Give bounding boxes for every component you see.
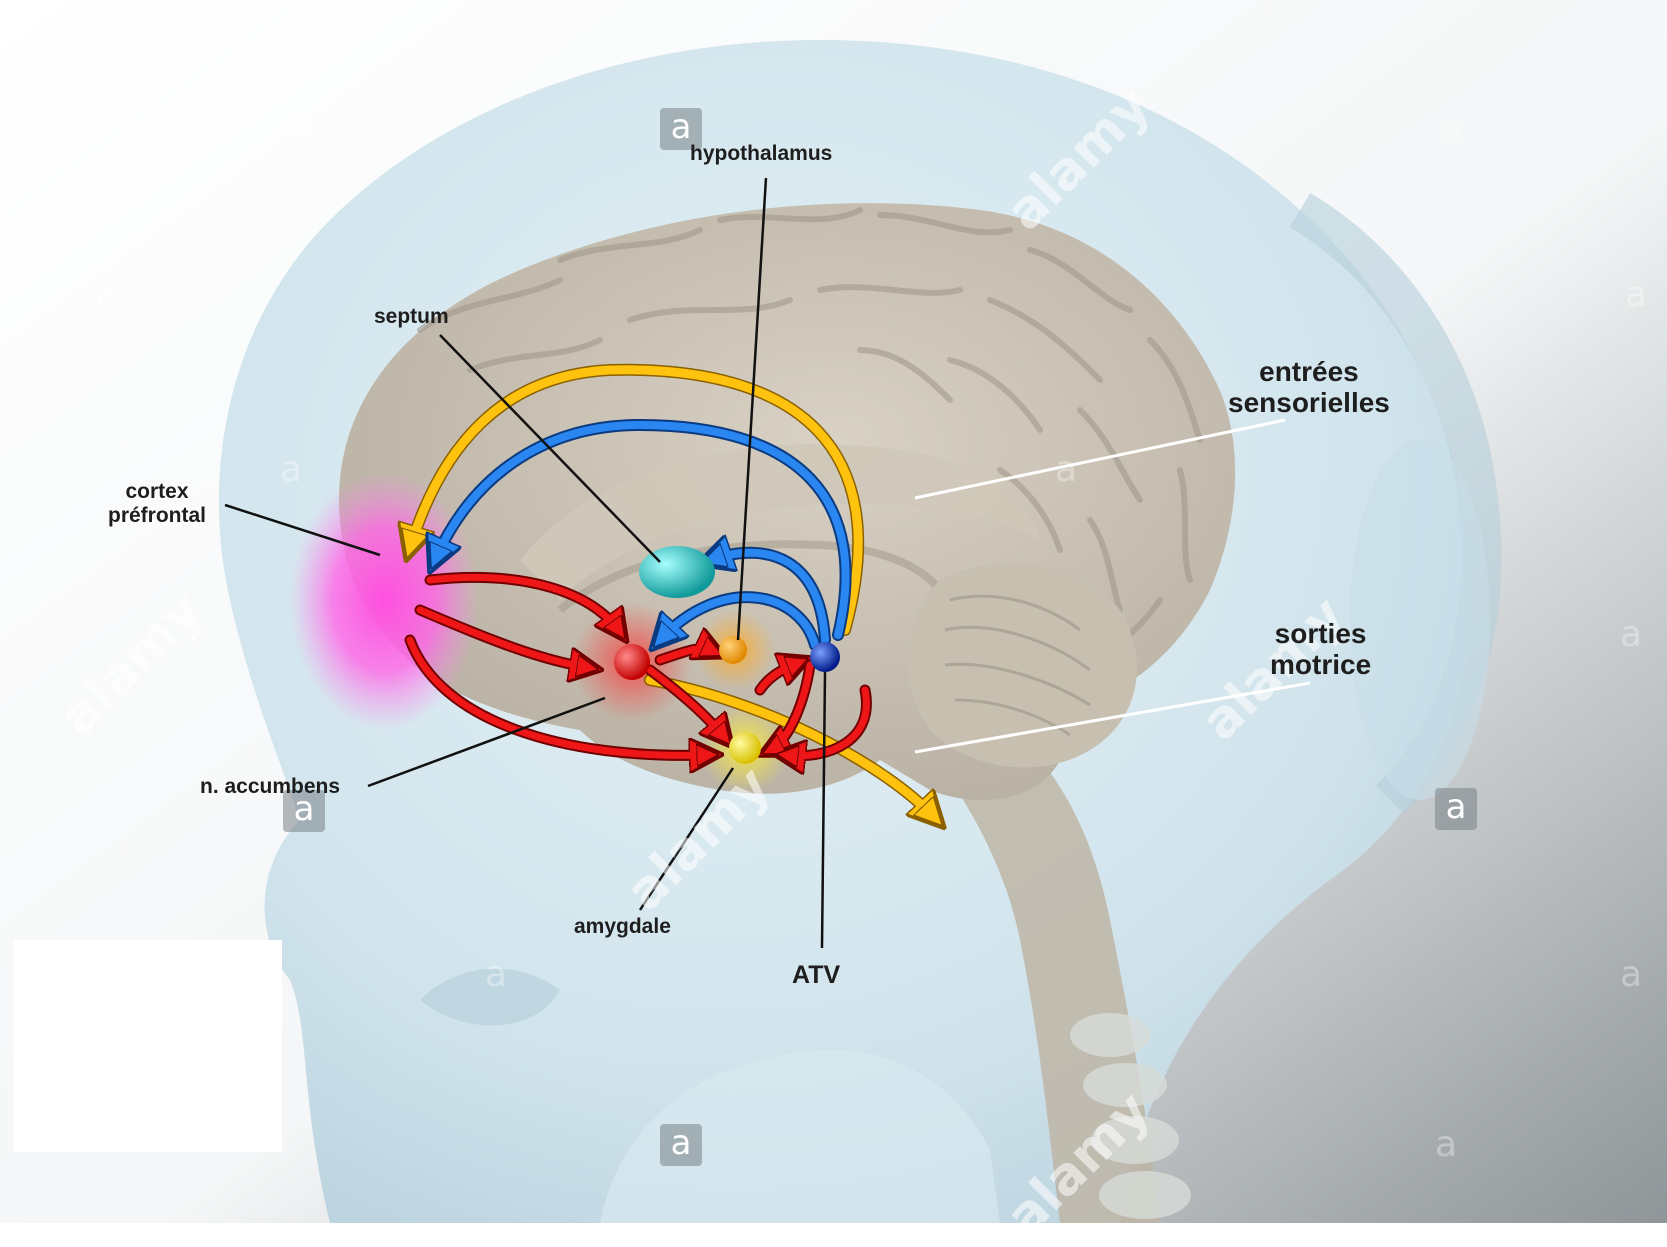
hypothalamus-node — [719, 636, 747, 664]
label-septum: septum — [374, 305, 449, 329]
watermark-badge: a — [1615, 275, 1657, 317]
label-entrees-line1: entrées — [1228, 356, 1390, 387]
label-amygdale: amygdale — [574, 915, 671, 939]
label-cortex-line1: cortex — [108, 480, 206, 504]
watermark-badge: a — [1435, 788, 1477, 830]
watermark-badge: a — [1430, 110, 1472, 152]
accumbens-node — [614, 644, 650, 680]
label-atv: ATV — [792, 961, 840, 989]
watermark-badge: a — [475, 955, 517, 997]
atv-node — [810, 642, 840, 672]
label-accumbens: n. accumbens — [200, 775, 340, 799]
blank-overlay-box — [14, 940, 282, 1152]
label-hypothalamus: hypothalamus — [690, 142, 832, 166]
watermark-badge: a — [280, 105, 322, 147]
watermark-badge: a — [1425, 1125, 1467, 1167]
watermark-badge: a — [85, 275, 127, 317]
label-sorties-line1: sorties — [1270, 618, 1371, 649]
watermark-badge: a — [660, 1124, 702, 1166]
label-sorties-line2: motrice — [1270, 649, 1371, 680]
label-entrees-sensorielles: entrées sensorielles — [1228, 356, 1390, 419]
amygdala-node — [729, 732, 761, 764]
label-sorties-motrice: sorties motrice — [1270, 618, 1371, 681]
watermark-badge: a — [270, 450, 312, 492]
label-cortex-prefrontal: cortex préfrontal — [108, 480, 206, 527]
watermark-badge: a — [1610, 955, 1652, 997]
label-entrees-line2: sensorielles — [1228, 387, 1390, 418]
watermark-badge: a — [1045, 450, 1087, 492]
label-cortex-line2: préfrontal — [108, 504, 206, 528]
watermark-badge: a — [1610, 615, 1652, 657]
